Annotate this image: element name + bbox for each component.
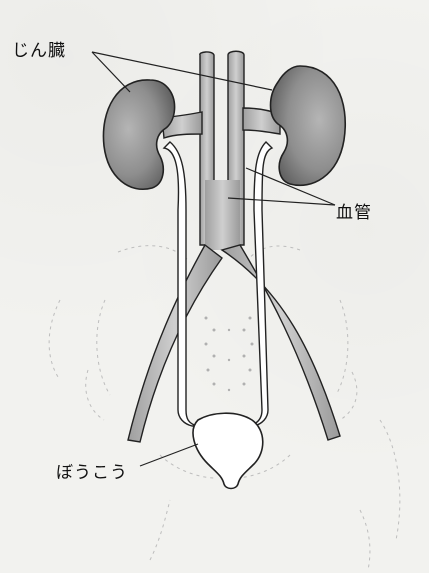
right-kidney [271, 66, 346, 185]
sacrum-pattern [205, 317, 254, 392]
pelvis-outline [49, 246, 400, 570]
blood-vessel-label: 血管 [336, 198, 372, 223]
kidney-label: じん臓 [12, 36, 66, 61]
bladder-label: ぼうこう [56, 458, 128, 483]
